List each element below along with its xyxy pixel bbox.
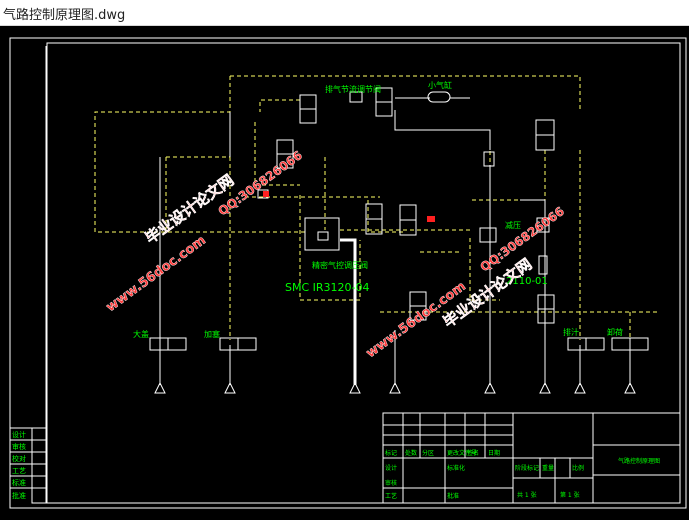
label-model-right: 2110-01 bbox=[506, 276, 548, 287]
tb-count: 处数 bbox=[405, 449, 417, 457]
diagram-labels: 排气节流调节阀 小气缸 精密气控调压阀 SMC IR3120-04 2110-0… bbox=[133, 80, 623, 339]
label-smc-model: SMC IR3120-04 bbox=[285, 281, 370, 294]
drawing-canvas[interactable]: 排气节流调节阀 小气缸 精密气控调压阀 SMC IR3120-04 2110-0… bbox=[0, 26, 689, 520]
label-port-left-1: 大盖 bbox=[133, 329, 149, 339]
window-title: 气路控制原理图.dwg bbox=[3, 8, 126, 23]
tb-marks: 标记 bbox=[385, 449, 397, 457]
valve-components bbox=[149, 87, 649, 351]
side-cell-6: 批准 bbox=[12, 491, 26, 500]
tb-standard: 标准化 bbox=[447, 464, 465, 472]
tb-signature: 签名 bbox=[467, 449, 479, 457]
tb-date: 日期 bbox=[488, 449, 500, 457]
label-small-cylinder: 小气缸 bbox=[428, 80, 452, 90]
supply-lines bbox=[159, 97, 631, 385]
title-block: 标记 处数 分区 更改文件号 签名 日期 设计 标准化 审核 工艺 批准 阶段标… bbox=[382, 412, 681, 504]
label-port-right-1: 排汁 bbox=[563, 327, 579, 337]
drawing-frame bbox=[46, 42, 681, 504]
pneumatic-schematic: 排气节流调节阀 小气缸 精密气控调压阀 SMC IR3120-04 2110-0… bbox=[9, 37, 687, 509]
side-cell-5: 标准 bbox=[12, 478, 26, 487]
tb-designer: 设计 bbox=[385, 464, 397, 472]
side-cell-2: 审核 bbox=[12, 442, 26, 451]
label-exhaust-valve: 排气节流调节阀 bbox=[325, 84, 381, 94]
side-block: 设计 审核 校对 工艺 标准 批准 bbox=[10, 427, 47, 504]
label-right-valve: 减压 bbox=[505, 220, 521, 230]
watermarks: 毕业设计论文网 www.56doc.com QQ:306826066 www.5… bbox=[103, 148, 567, 362]
tb-weight: 重量 bbox=[542, 464, 554, 472]
side-cell-4: 工艺 bbox=[12, 467, 26, 475]
tb-stage: 阶段标记 bbox=[515, 464, 539, 472]
red-accents bbox=[263, 191, 435, 222]
sheet-border bbox=[9, 37, 687, 509]
tb-zone: 分区 bbox=[422, 449, 434, 457]
tb-checker: 审核 bbox=[385, 479, 397, 487]
label-precision-regulator: 精密气控调压阀 bbox=[312, 260, 368, 270]
window-titlebar: 气路控制原理图.dwg bbox=[0, 0, 689, 26]
main-supply-pipe bbox=[340, 238, 357, 385]
tb-doc-no: 更改文件号 bbox=[447, 449, 477, 457]
tb-scale: 比例 bbox=[572, 464, 584, 472]
tb-sheet-index: 第 1 张 bbox=[560, 491, 580, 499]
tb-sheet-total: 共 1 张 bbox=[517, 491, 537, 499]
tb-approve: 批准 bbox=[447, 492, 459, 500]
label-port-right-2: 卸荷 bbox=[607, 327, 623, 337]
watermark-url-1: www.56doc.com bbox=[104, 233, 209, 315]
label-port-left-2: 加塞 bbox=[204, 329, 220, 339]
supply-symbols bbox=[154, 381, 636, 394]
tb-process: 工艺 bbox=[385, 492, 397, 500]
side-cell-1: 设计 bbox=[12, 430, 26, 439]
side-cell-3: 校对 bbox=[12, 454, 26, 463]
tb-drawing-name: 气路控制原理图 bbox=[618, 457, 660, 465]
